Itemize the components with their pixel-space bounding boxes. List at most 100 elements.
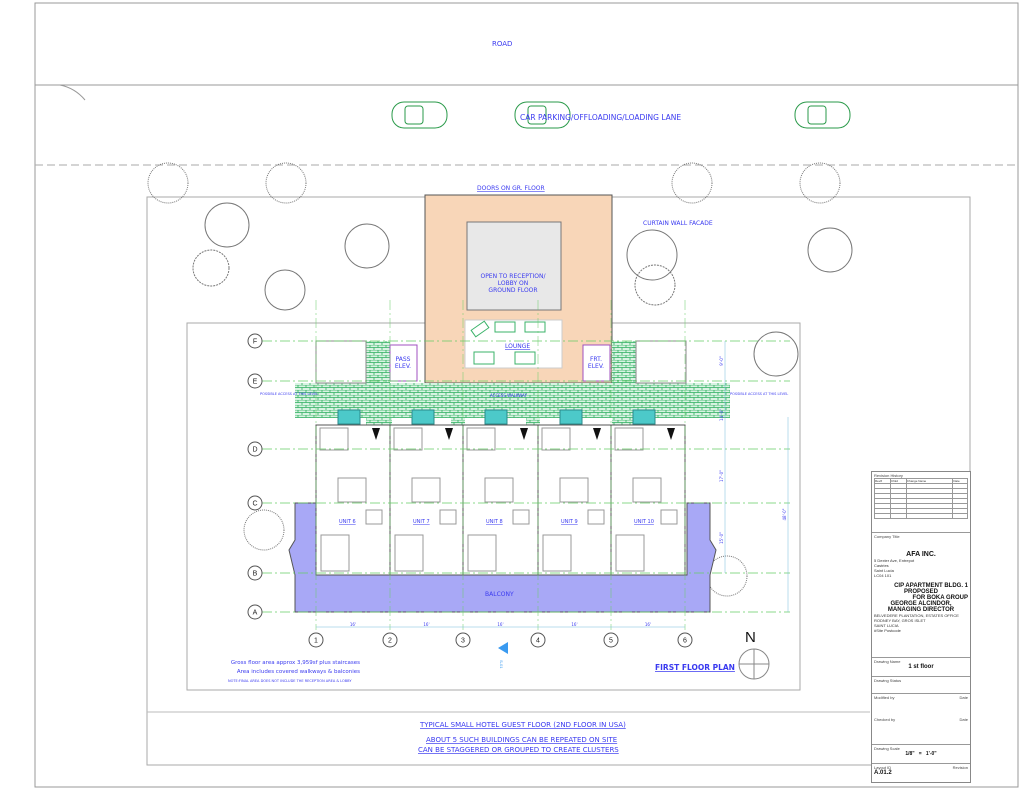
unit-label: UNIT 10 bbox=[634, 519, 654, 525]
bay-dimension: 16' bbox=[423, 622, 429, 627]
drawing-name-label: Drawing Name bbox=[874, 659, 901, 664]
lounge-area bbox=[464, 319, 563, 369]
checked-by-label: Checked by bbox=[874, 717, 896, 722]
curtain-wall-label: CURTAIN WALL FACADE bbox=[643, 220, 713, 227]
bathroom-icon bbox=[393, 427, 423, 451]
dining-table-icon bbox=[512, 509, 530, 525]
grid-bubble bbox=[530, 632, 546, 648]
section-label: S-01 bbox=[499, 660, 504, 669]
entry-arrow-icon bbox=[520, 428, 528, 440]
sofa-icon bbox=[470, 320, 546, 365]
bed-icon bbox=[632, 477, 662, 503]
lounge-label: LOUNGE bbox=[505, 343, 530, 350]
grid-row-label: C bbox=[252, 501, 257, 508]
date-label: Date bbox=[959, 717, 968, 722]
bay-dimension: 16' bbox=[350, 622, 356, 627]
grid-bubble bbox=[247, 495, 263, 511]
company-title-label: Company Title bbox=[874, 534, 900, 539]
window-icon bbox=[559, 409, 583, 425]
area-note: NOTE:FINAL AREA DOES NOT INCLUDE THE REC… bbox=[228, 679, 352, 683]
bathroom-icon bbox=[466, 427, 496, 451]
unit: UNIT 6 bbox=[315, 409, 391, 576]
unit-label: UNIT 6 bbox=[339, 519, 356, 525]
unit: UNIT 7 bbox=[389, 409, 464, 576]
project-title: MANAGING DIRECTOR bbox=[887, 607, 955, 613]
area-note: Gross floor area approx 3,959sf plus sta… bbox=[231, 660, 360, 666]
grid-bubble bbox=[382, 632, 398, 648]
grid-col-label: 2 bbox=[388, 638, 392, 645]
bathroom-icon bbox=[541, 427, 571, 451]
site-address: RODNEY BAY, GROS ISLET bbox=[874, 618, 926, 623]
grid-bubble bbox=[247, 441, 263, 457]
unit-label: UNIT 9 bbox=[561, 519, 578, 525]
caption-line-1: TYPICAL SMALL HOTEL GUEST FLOOR (2ND FLO… bbox=[419, 721, 626, 729]
sheet-border bbox=[34, 2, 1019, 788]
bed-icon bbox=[337, 477, 367, 503]
grid-row-label: F bbox=[253, 339, 257, 346]
side-dimension: 14'-0" bbox=[719, 409, 724, 421]
doors-label: DOORS ON GR. FLOOR bbox=[477, 185, 545, 192]
bay-dimension: 16' bbox=[497, 622, 503, 627]
grid-bubble bbox=[308, 632, 324, 648]
window-icon bbox=[632, 409, 656, 425]
site-address: #Site Postcode bbox=[874, 628, 901, 633]
revision-label: Revision bbox=[952, 765, 968, 770]
window-icon bbox=[411, 409, 435, 425]
side-dimension: 9'-0" bbox=[719, 356, 724, 366]
section-marker-icon bbox=[498, 642, 508, 654]
date-label: Date bbox=[959, 695, 968, 700]
grid-row-label: E bbox=[253, 379, 258, 386]
grid-bubble bbox=[247, 565, 263, 581]
side-dimension: 48'-0" bbox=[782, 508, 787, 520]
reception-label: GROUND FLOOR bbox=[488, 287, 537, 294]
caption-line-3: CAN BE STAGGERED OR GROUPED TO CREATE CL… bbox=[418, 746, 619, 754]
entry-arrow-icon bbox=[667, 428, 675, 440]
grid-col-label: 1 bbox=[314, 638, 318, 645]
sofa-icon bbox=[320, 534, 350, 572]
staircase-right bbox=[635, 340, 687, 384]
revision-history-label: Revision History bbox=[874, 473, 903, 478]
company-address: Castries bbox=[874, 563, 889, 568]
drawing-scale-label: Drawing Scale bbox=[874, 746, 900, 751]
drawing-status-label: Drawing Status bbox=[874, 678, 902, 683]
grid-bubble bbox=[247, 333, 263, 349]
unit: UNIT 9 bbox=[537, 409, 612, 576]
sofa-icon bbox=[467, 534, 497, 572]
grid-bubble bbox=[677, 632, 693, 648]
bed-icon bbox=[559, 477, 589, 503]
grid-row-label: A bbox=[253, 610, 258, 617]
road-label: ROAD bbox=[492, 40, 512, 48]
side-dimension: 15'-0" bbox=[719, 532, 724, 544]
entry-arrow-icon bbox=[372, 428, 380, 440]
grid-row-label: B bbox=[253, 571, 258, 578]
project-title: PROPOSED bbox=[903, 589, 938, 595]
possible-access-right: POSSIBLE ACCESS AT THIS LEVEL bbox=[730, 392, 788, 396]
frt-elev-label: ELEV. bbox=[588, 363, 604, 370]
car-icon bbox=[391, 101, 851, 129]
project-title: GEORGE ALCINDOR, bbox=[890, 601, 952, 607]
frt-elev-label: FRT. bbox=[590, 356, 602, 363]
window-icon bbox=[337, 409, 361, 425]
bay-dimension: 16' bbox=[571, 622, 577, 627]
company-address: 5 Dexter Ave, Entrepot bbox=[874, 558, 915, 563]
staircase-left bbox=[315, 340, 367, 384]
balcony-label: BALCONY bbox=[485, 591, 514, 598]
area-note: Area includes covered walkways & balconi… bbox=[237, 669, 360, 675]
unit: UNIT 8 bbox=[462, 409, 539, 576]
reception-label: LOBBY ON bbox=[498, 280, 529, 287]
grid-col-label: 4 bbox=[536, 638, 540, 645]
bay-dimension: 16' bbox=[645, 622, 651, 627]
pass-elev-label: PASS bbox=[396, 356, 411, 363]
unit: UNIT 10 bbox=[610, 409, 686, 576]
entry-arrow-icon bbox=[593, 428, 601, 440]
unit-label: UNIT 8 bbox=[486, 519, 503, 525]
site-address: SAINT LUCIA bbox=[874, 623, 899, 628]
grid-col-label: 3 bbox=[461, 638, 465, 645]
reception-label: OPEN TO RECEPTION/ bbox=[480, 273, 546, 280]
walkway-label: ACCESS WALKWAY bbox=[490, 393, 527, 398]
reception-void bbox=[466, 221, 562, 311]
project-title: CIP APARTMENT BLDG. 1 bbox=[894, 583, 968, 589]
